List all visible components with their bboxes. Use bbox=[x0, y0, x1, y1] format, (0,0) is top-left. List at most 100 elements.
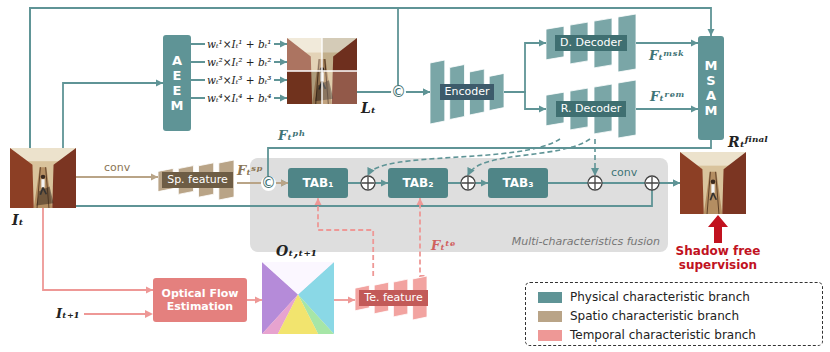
connector-line bbox=[76, 176, 158, 178]
edge-label-holder: Fₜᵖʰ bbox=[278, 129, 305, 144]
arrow-head bbox=[423, 89, 430, 96]
scene bbox=[680, 152, 746, 214]
image-figure bbox=[680, 152, 746, 214]
concat-symbol-holder: © bbox=[391, 85, 406, 100]
feature-block: Te. feature bbox=[355, 276, 432, 320]
image-panel: Oₜ,ₜ₊₁ bbox=[262, 262, 334, 334]
arrow-head bbox=[673, 180, 680, 187]
input-arrow bbox=[84, 313, 146, 315]
edge-label-holder: wₜ³×Iₜ³ + bₜ³ bbox=[205, 74, 274, 86]
runner bbox=[713, 193, 716, 200]
wall bbox=[680, 152, 704, 214]
box-label: Sp. feature bbox=[162, 172, 233, 187]
module-box: MSAM bbox=[698, 36, 724, 140]
feature-block: R. Decoder bbox=[546, 80, 636, 138]
wall bbox=[722, 152, 746, 214]
runner bbox=[710, 193, 713, 200]
rail bbox=[707, 172, 710, 214]
dashed-wire bbox=[594, 139, 596, 175]
box-label: TAB₁ bbox=[300, 176, 337, 190]
runner bbox=[41, 175, 46, 179]
edge-label: Fₜʳᵉᵐ bbox=[650, 90, 685, 105]
arrow-head bbox=[315, 198, 322, 205]
edge-label-holder: Fₜᵐˢᵏ bbox=[649, 49, 684, 64]
arrow-head bbox=[146, 287, 153, 294]
arrow-head bbox=[423, 88, 430, 95]
edge-label: Fₜᵐˢᵏ bbox=[649, 49, 684, 64]
fusion-panel-ground bbox=[250, 158, 668, 252]
connector bbox=[43, 208, 153, 294]
arrow-head bbox=[673, 180, 680, 187]
connector bbox=[416, 198, 424, 276]
arrow-head bbox=[416, 198, 423, 205]
quadrant bbox=[322, 38, 357, 71]
image-figure bbox=[10, 148, 76, 208]
arrow-head bbox=[151, 173, 158, 180]
connector-line bbox=[636, 108, 698, 110]
feature-block: Sp. feature bbox=[158, 160, 237, 200]
image-panel: Rₜᶠⁱⁿᵃˡ bbox=[680, 152, 746, 214]
legend-swatch bbox=[538, 292, 562, 303]
box-label: Te. feature bbox=[359, 290, 427, 305]
legend-row: Spatio characteristic branch bbox=[538, 308, 739, 324]
edge-label: wₜ⁴×Iₜ⁴ + bₜ⁴ bbox=[205, 92, 274, 104]
connector bbox=[504, 92, 546, 113]
connector bbox=[636, 39, 698, 46]
runner bbox=[43, 188, 46, 195]
arrow-head bbox=[255, 297, 262, 304]
connector-line bbox=[504, 43, 546, 92]
fusion-panel: Multi-characteristics fusion TAB₁ TAB₂ TAB₃ bbox=[250, 158, 668, 252]
connector-line bbox=[420, 198, 425, 276]
flow-field bbox=[262, 262, 334, 334]
box-label: AEEM bbox=[171, 53, 184, 113]
quadrant bbox=[287, 38, 322, 71]
arrow-head bbox=[481, 180, 488, 187]
connector-line bbox=[43, 208, 153, 290]
box-label: TAB₃ bbox=[500, 176, 537, 190]
panel-title: Multi-characteristics fusion bbox=[512, 235, 660, 248]
arrow-head bbox=[280, 59, 287, 66]
scene bbox=[10, 148, 76, 208]
edge-label-holder: wₜ⁴×Iₜ⁴ + bₜ⁴ bbox=[205, 92, 274, 104]
box-label: Optical Flow Estimation bbox=[153, 287, 247, 313]
scene bbox=[287, 38, 357, 104]
runner bbox=[711, 180, 716, 184]
connector-line bbox=[30, 8, 711, 148]
connector bbox=[30, 8, 430, 148]
edge-label-holder: wₜ²×Iₜ² + bₜ² bbox=[205, 56, 274, 68]
quadrant bbox=[287, 71, 322, 104]
module-box: AEEM bbox=[163, 35, 191, 131]
edge-label-holder: Fₜʳᵉᵐ bbox=[650, 90, 685, 105]
image-panel: Iₜ bbox=[10, 148, 76, 208]
feature-block: Encoder bbox=[430, 60, 504, 124]
concat-symbol: © bbox=[261, 176, 276, 191]
arrow-head bbox=[539, 40, 546, 47]
arrow-head bbox=[281, 180, 288, 187]
quadrant bbox=[322, 71, 357, 104]
add-symbol bbox=[461, 176, 475, 190]
box-label: D. Decoder bbox=[555, 35, 627, 50]
arrow-head bbox=[539, 106, 546, 113]
signal-name: Iₜ₊₁ bbox=[56, 307, 79, 321]
arrow-head bbox=[281, 180, 288, 187]
edge-label-holder: conv bbox=[104, 162, 130, 175]
connector-line bbox=[63, 83, 163, 148]
edge-label: wₜ²×Iₜ² + bₜ² bbox=[205, 56, 274, 68]
legend-text: Physical characteristic branch bbox=[570, 290, 750, 304]
box-label: TAB₂ bbox=[400, 176, 437, 190]
concat-symbol: © bbox=[391, 85, 406, 100]
legend-text: Temporal characteristic branch bbox=[570, 328, 756, 342]
legend-swatch bbox=[538, 311, 562, 322]
edge-label-holder: Fₜᵗᵉ bbox=[431, 239, 456, 254]
arrow-head bbox=[280, 41, 287, 48]
edge-label: Fₜᵗᵉ bbox=[431, 239, 456, 254]
process-box: TAB₃ bbox=[488, 168, 548, 198]
legend-row: Physical characteristic branch bbox=[538, 289, 750, 305]
concat-symbol-holder: © bbox=[261, 176, 276, 191]
image-figure bbox=[262, 262, 334, 334]
wall bbox=[52, 148, 76, 208]
edge-label: conv bbox=[611, 167, 637, 180]
arrow-head bbox=[691, 39, 698, 46]
edge-label: wₜ¹×Iₜ¹ + bₜ¹ bbox=[205, 38, 274, 50]
